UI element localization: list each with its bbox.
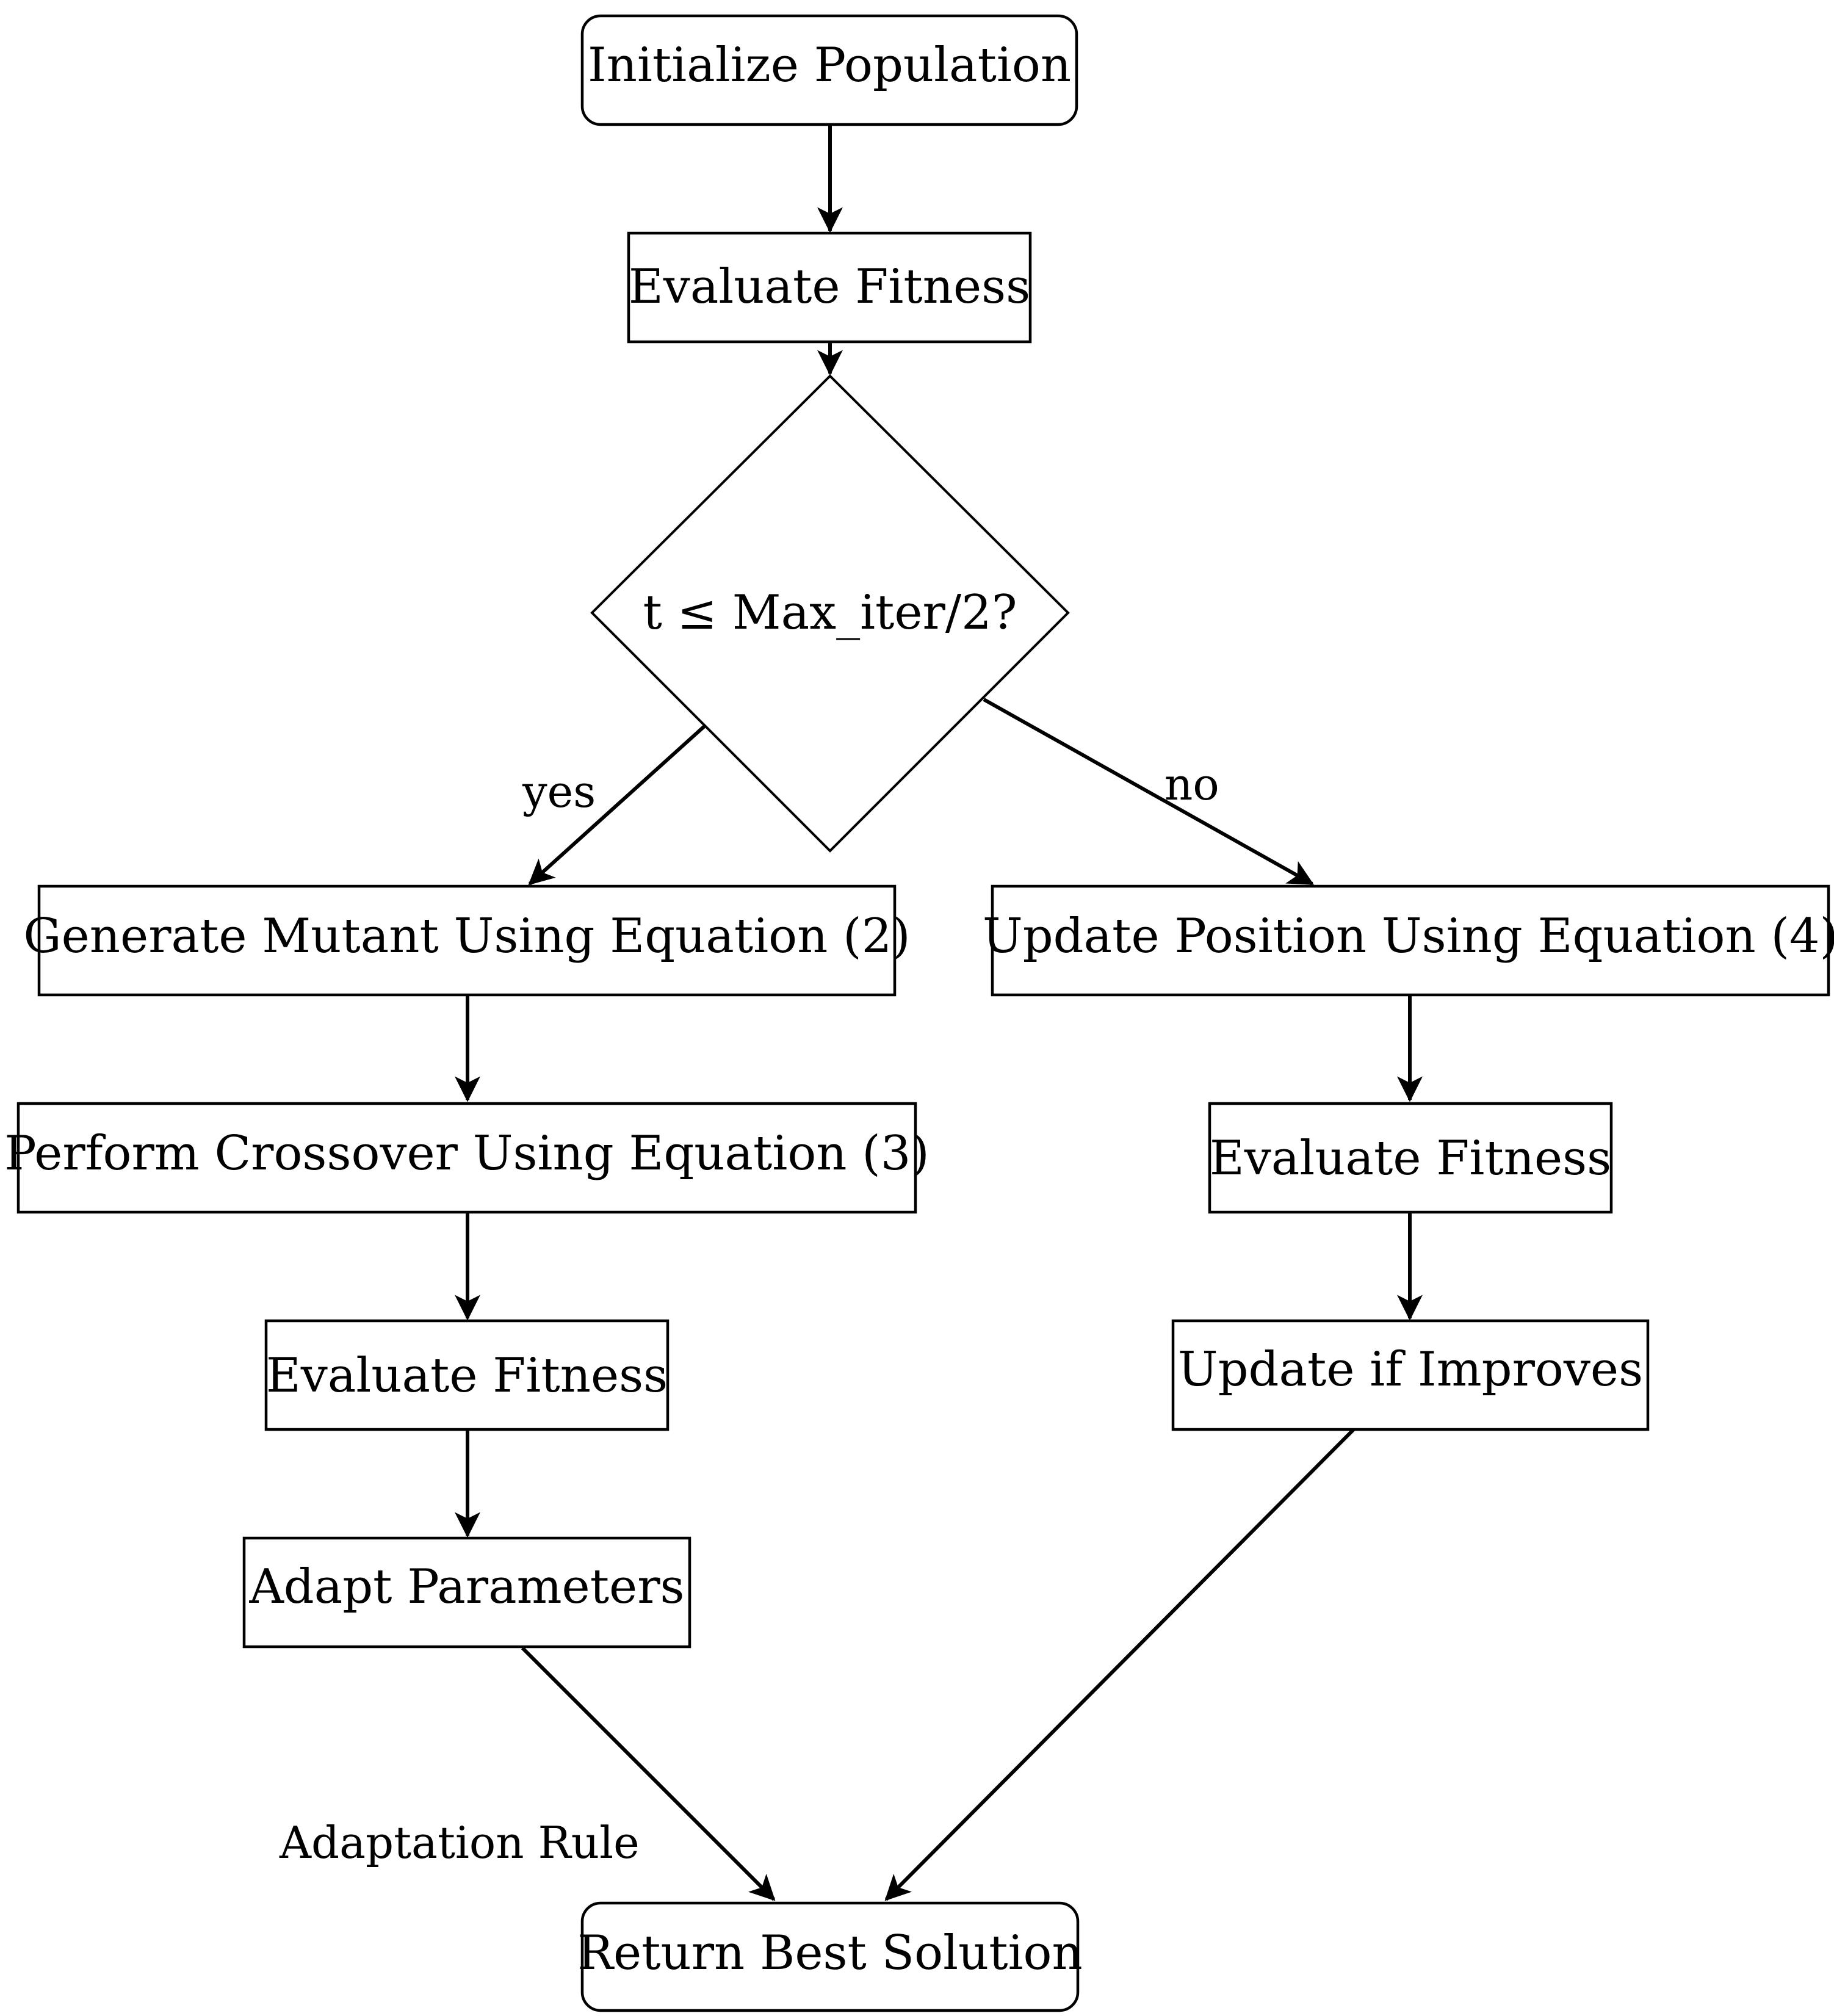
- node-return-best-solution-label: Return Best Solution: [577, 1926, 1083, 1981]
- node-adapt-parameters: Adapt Parameters: [242, 1536, 691, 1649]
- node-generate-mutant-label: Generate Mutant Using Equation (2): [23, 909, 910, 964]
- node-evaluate-fitness-right-label: Evaluate Fitness: [1210, 1131, 1611, 1186]
- edge-decision-yes: [528, 724, 706, 886]
- node-perform-crossover-label: Perform Crossover Using Equation (3): [4, 1126, 930, 1181]
- edge-updateif-to-return: [884, 1428, 1356, 1901]
- node-adapt-parameters-label: Adapt Parameters: [248, 1559, 684, 1614]
- node-update-position-label: Update Position Using Equation (4): [983, 909, 1834, 964]
- node-evaluate-fitness-left-label: Evaluate Fitness: [266, 1348, 668, 1403]
- node-update-if-improves-label: Update if Improves: [1178, 1342, 1643, 1397]
- edge-decision-no: [983, 698, 1315, 886]
- node-decision: t ≤ Max_iter/2?: [590, 374, 1070, 853]
- node-initialize-population-label: Initialize Population: [588, 38, 1071, 93]
- node-perform-crossover: Perform Crossover Using Equation (3): [4, 1102, 930, 1214]
- edge-label-yes: yes: [522, 766, 596, 817]
- node-return-best-solution: Return Best Solution: [577, 1901, 1083, 2012]
- node-evaluate-fitness-top: Evaluate Fitness: [627, 231, 1032, 344]
- edges: [455, 125, 1423, 1901]
- node-evaluate-fitness-left: Evaluate Fitness: [264, 1319, 670, 1431]
- node-update-position: Update Position Using Equation (4): [983, 884, 1834, 997]
- node-evaluate-fitness-top-label: Evaluate Fitness: [629, 259, 1030, 314]
- edge-label-no: no: [1164, 759, 1219, 810]
- node-update-if-improves: Update if Improves: [1171, 1319, 1650, 1431]
- node-generate-mutant: Generate Mutant Using Equation (2): [23, 884, 911, 997]
- node-decision-label: t ≤ Max_iter/2?: [643, 585, 1017, 640]
- edge-adapt-to-return: [521, 1646, 776, 1901]
- node-initialize-population: Initialize Population: [580, 14, 1078, 126]
- edge-label-adaptation-rule: Adaptation Rule: [279, 1817, 640, 1868]
- node-evaluate-fitness-right: Evaluate Fitness: [1208, 1102, 1613, 1214]
